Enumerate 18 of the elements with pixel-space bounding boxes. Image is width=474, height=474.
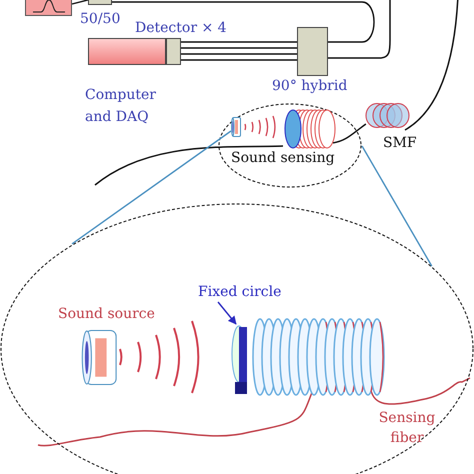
arrow [217,302,237,325]
connector-line [72,130,232,244]
connector-line [112,1,375,43]
node-label: Sound source [58,306,155,323]
node-label: 50/50 [80,11,120,28]
node-label: 90° hybrid [272,78,348,95]
connector-line [361,146,432,266]
node-label: Fixed circle [198,284,282,301]
connector-line [181,47,297,49]
connector-line [181,59,297,61]
connector-line [181,53,297,55]
node-label: SMF [383,135,417,152]
node-label: Detector × 4 [135,20,227,37]
fiber-label: Sensing fiber [378,409,436,448]
connector-line [181,41,297,43]
connector-line [72,0,88,5]
node-label: Computer and DAQ [85,86,157,127]
node-label: Sound sensing [231,150,335,167]
